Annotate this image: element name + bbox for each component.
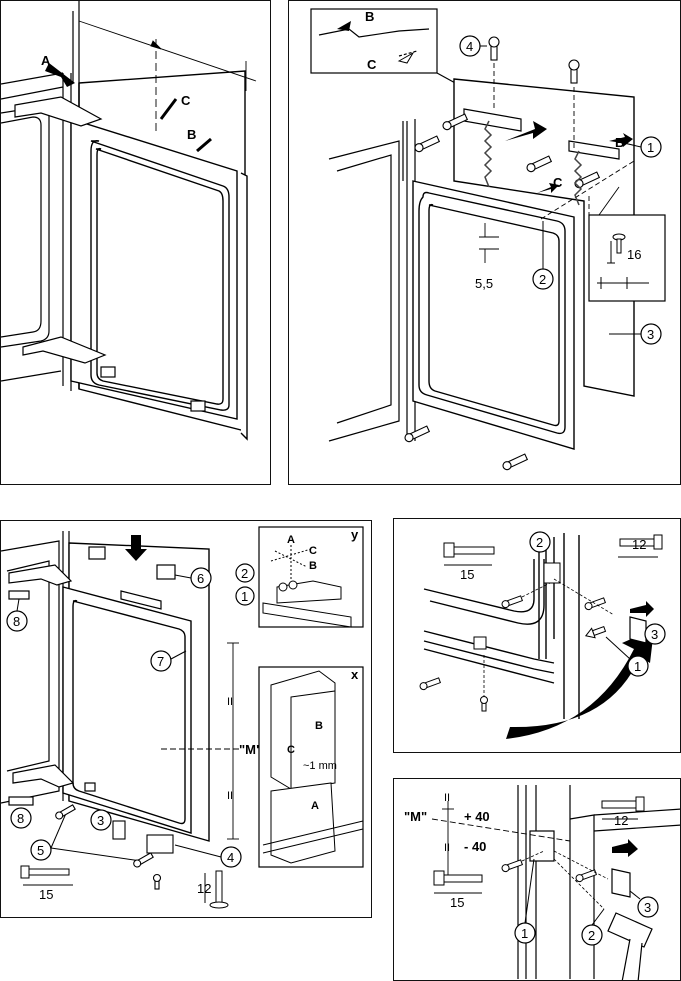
callout-1: 1 <box>521 926 528 941</box>
dim-5-5: 5,5 <box>475 276 493 291</box>
dim-12: 12 <box>197 881 211 896</box>
callout-2: 2 <box>539 272 546 287</box>
dim-12: 12 <box>632 537 646 552</box>
label-c: C <box>553 175 563 190</box>
height-adjustment-illustration: II II "M" + 40 - 40 15 12 1 2 3 <box>394 779 681 981</box>
callout-3: 3 <box>97 813 104 828</box>
inset-x-b: B <box>315 720 323 732</box>
callout-3: 3 <box>651 627 658 642</box>
callout-7: 7 <box>157 654 164 669</box>
dim-15: 15 <box>450 895 464 910</box>
panel-door-adjustment: 6 8 7 8 3 5 4 II II "M" <box>0 520 372 918</box>
inset-y-b: B <box>309 560 317 572</box>
callout-5: 5 <box>37 843 44 858</box>
callout-2: 2 <box>588 928 595 943</box>
inset-y-a: A <box>287 534 295 546</box>
dim-15: 15 <box>460 567 474 582</box>
callout-6: 6 <box>197 571 204 586</box>
door-alignment-illustration: A C B <box>1 1 271 485</box>
hammer-icon <box>608 913 652 981</box>
ii-mark-bottom: II <box>227 790 233 802</box>
push-arrow <box>612 839 638 857</box>
label-b: B <box>187 127 196 142</box>
inset-x-a: A <box>311 800 319 812</box>
inset-y-callout-2: 2 <box>241 566 248 581</box>
panel-door-mounting: B C <box>288 0 681 485</box>
ii-mark-bottom: II <box>444 842 450 854</box>
callout-3: 3 <box>647 327 654 342</box>
inset-y-tag: y <box>351 527 359 542</box>
label-m: "M" <box>404 809 427 824</box>
label-c: C <box>181 93 191 108</box>
label-a: A <box>41 53 51 68</box>
dim-minus-40: - 40 <box>464 839 486 854</box>
inset-x-tag: x <box>351 667 359 682</box>
curved-arrow <box>506 629 654 739</box>
door-mounting-illustration: B C <box>289 1 681 485</box>
label-b: B <box>615 135 624 150</box>
callout-8-top: 8 <box>13 614 20 629</box>
dim-16: 16 <box>627 247 641 262</box>
inset-label-b: B <box>365 9 374 24</box>
callout-3: 3 <box>644 900 651 915</box>
callout-1: 1 <box>647 140 654 155</box>
panel-door-alignment: A C B <box>0 0 271 485</box>
dim-plus-40: + 40 <box>464 809 490 824</box>
inset-x-gap: ~1 mm <box>303 760 337 772</box>
door-adjustment-illustration: 6 8 7 8 3 5 4 II II "M" <box>1 521 372 918</box>
callout-4: 4 <box>466 39 473 54</box>
callout-1: 1 <box>634 659 641 674</box>
inset-x: x B C ~1 mm A <box>259 667 363 867</box>
inset-label-c: C <box>367 57 377 72</box>
ii-mark-top: II <box>227 696 233 708</box>
callout-8-bottom: 8 <box>17 811 24 826</box>
inset-y-c: C <box>309 545 317 557</box>
inset-y-callout-1: 1 <box>241 589 248 604</box>
callout-4: 4 <box>227 850 234 865</box>
callout-2: 2 <box>536 535 543 550</box>
dim-15: 15 <box>39 887 53 902</box>
panel-cover-fitting: 15 12 2 3 1 <box>393 518 681 753</box>
inset-y: y A C B 2 1 <box>236 527 363 627</box>
dim-12: 12 <box>614 813 628 828</box>
panel-height-adjustment: II II "M" + 40 - 40 15 12 1 2 3 <box>393 778 681 981</box>
inset-x-c: C <box>287 744 295 756</box>
ii-mark-top: II <box>444 792 450 804</box>
cover-fitting-illustration: 15 12 2 3 1 <box>394 519 681 753</box>
